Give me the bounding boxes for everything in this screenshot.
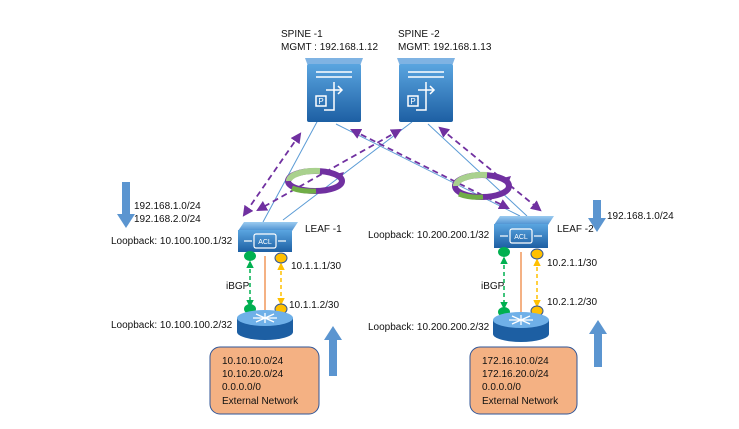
link-spine2-leaf2 bbox=[427, 123, 528, 217]
leaf2-icon[interactable]: ACL bbox=[494, 216, 554, 248]
router1-icon[interactable] bbox=[237, 310, 293, 340]
svg-text:P: P bbox=[410, 97, 415, 106]
route-left-2: 192.168.2.0/24 bbox=[134, 214, 201, 225]
router2-icon[interactable] bbox=[493, 312, 549, 342]
route-arrow-left-down bbox=[117, 182, 135, 228]
bgp-dashed-arrows bbox=[242, 126, 542, 217]
ext2-line-3: 0.0.0.0/0 bbox=[482, 382, 521, 393]
router2-loopback: Loopback: 10.200.200.2/32 bbox=[368, 322, 490, 333]
route-arrow-right-down bbox=[588, 200, 606, 232]
spine2-mgmt: MGMT: 192.168.1.13 bbox=[398, 42, 492, 53]
left-bottom-ip: 10.1.1.2/30 bbox=[289, 300, 339, 311]
spine1-name: SPINE -1 bbox=[281, 29, 323, 40]
route-right-1: 192.168.1.0/24 bbox=[607, 211, 674, 222]
left-access-links bbox=[244, 251, 288, 315]
ext1-line-3: 0.0.0.0/0 bbox=[222, 382, 261, 393]
svg-text:ACL: ACL bbox=[258, 239, 272, 246]
leaf1-loopback: Loopback: 10.100.100.1/32 bbox=[111, 236, 233, 247]
link-spine1-leaf2 bbox=[335, 123, 521, 217]
leaf1-ibgp-endpoint bbox=[244, 251, 256, 261]
external-network-box-2: 172.16.10.0/24 172.16.20.0/24 0.0.0.0/0 … bbox=[469, 346, 578, 415]
ext2-line-2: 172.16.20.0/24 bbox=[482, 369, 549, 380]
leaf1-icon[interactable]: ACL bbox=[238, 222, 298, 252]
ext1-line-1: 10.10.10.0/24 bbox=[222, 356, 284, 367]
leaf2-name: LEAF -2 bbox=[557, 224, 594, 235]
ext2-line-1: 172.16.10.0/24 bbox=[482, 356, 549, 367]
route-arrow-left-up bbox=[324, 326, 342, 376]
right-top-ip: 10.2.1.1/30 bbox=[547, 258, 597, 269]
right-access-links bbox=[498, 247, 544, 317]
ext1-line-2: 10.10.20.0/24 bbox=[222, 369, 284, 380]
left-ibgp-label: iBGP bbox=[226, 281, 250, 292]
leaf1-name: LEAF -1 bbox=[305, 224, 342, 235]
router1-loopback: Loopback: 10.100.100.2/32 bbox=[111, 320, 233, 331]
spine1-icon[interactable]: P bbox=[305, 58, 363, 122]
leaf1-link-endpoint bbox=[274, 252, 288, 264]
leaf2-link-endpoint bbox=[530, 248, 544, 260]
svg-text:ACL: ACL bbox=[514, 234, 528, 241]
bgp-arrow-spine1-leaf1 bbox=[242, 132, 302, 217]
circular-arrows-left bbox=[285, 167, 345, 194]
circular-arrows-right bbox=[452, 171, 512, 200]
left-top-ip: 10.1.1.1/30 bbox=[291, 261, 341, 272]
svg-text:P: P bbox=[318, 97, 323, 106]
spine2-name: SPINE -2 bbox=[398, 29, 440, 40]
right-bottom-ip: 10.2.1.2/30 bbox=[547, 297, 597, 308]
route-left-1: 192.168.1.0/24 bbox=[134, 201, 201, 212]
ext2-line-4: External Network bbox=[482, 396, 559, 407]
route-arrow-right-up bbox=[589, 320, 607, 367]
leaf2-ibgp-endpoint bbox=[498, 247, 510, 257]
spine2-icon[interactable]: P bbox=[397, 58, 455, 122]
leaf2-loopback: Loopback: 10.200.200.1/32 bbox=[368, 230, 490, 241]
ext1-line-4: External Network bbox=[222, 396, 299, 407]
bgp-arrow-spine2-leaf2 bbox=[438, 126, 542, 212]
spine1-mgmt: MGMT : 192.168.1.12 bbox=[281, 42, 379, 53]
right-ibgp-label: iBGP bbox=[481, 281, 505, 292]
external-network-box-1: 10.10.10.0/24 10.10.20.0/24 0.0.0.0/0 Ex… bbox=[209, 346, 320, 415]
